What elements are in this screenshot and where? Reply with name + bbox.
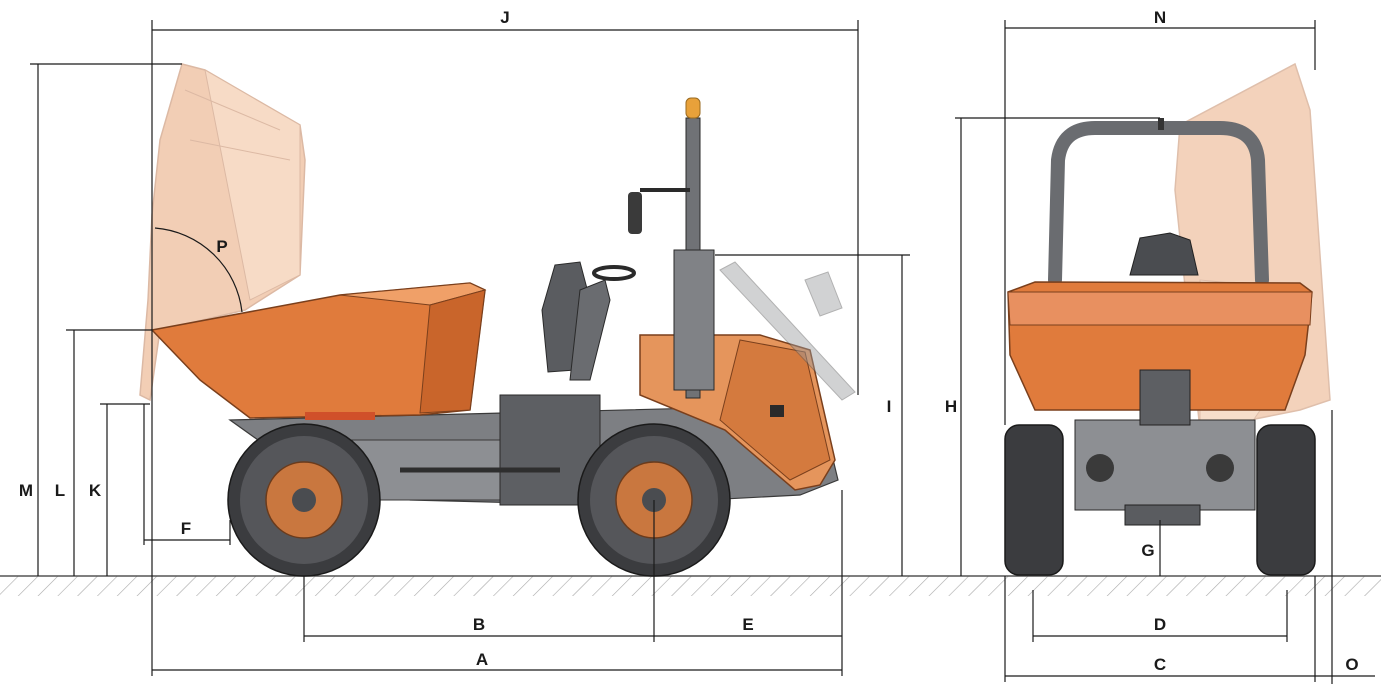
front-seat <box>1129 232 1199 276</box>
label-d: D <box>1154 615 1166 634</box>
label-p: P <box>216 237 227 256</box>
rops-post <box>628 97 715 399</box>
label-i: I <box>887 397 892 416</box>
seat-and-steering <box>541 261 636 381</box>
front-view: N H G D C O <box>945 8 1375 684</box>
front-dimension-lines <box>955 20 1375 684</box>
front-left-tyre <box>1004 424 1064 576</box>
rear-wheel <box>227 423 381 577</box>
label-k: K <box>89 481 102 500</box>
label-o: O <box>1345 655 1358 674</box>
label-m: M <box>19 481 33 500</box>
skip-body <box>150 282 487 420</box>
side-view: J M L K F P I B E A <box>19 8 910 676</box>
ground <box>0 575 1381 596</box>
label-a: A <box>476 650 488 669</box>
rops-hoop <box>1048 118 1269 287</box>
label-e: E <box>742 615 753 634</box>
label-g: G <box>1141 541 1154 560</box>
front-skip <box>1007 281 1313 411</box>
label-h: H <box>945 397 957 416</box>
label-n: N <box>1154 8 1166 27</box>
ground-hatch <box>0 576 1381 596</box>
front-chassis <box>1074 369 1256 526</box>
label-j: J <box>500 8 509 27</box>
label-c: C <box>1154 655 1166 674</box>
label-l: L <box>55 481 65 500</box>
label-f: F <box>181 519 191 538</box>
tipped-skip-ghost <box>139 63 306 402</box>
label-b: B <box>473 615 485 634</box>
side-dimension-lines <box>30 20 910 676</box>
front-right-tyre <box>1256 424 1316 576</box>
folded-rops-ghost <box>719 261 856 401</box>
